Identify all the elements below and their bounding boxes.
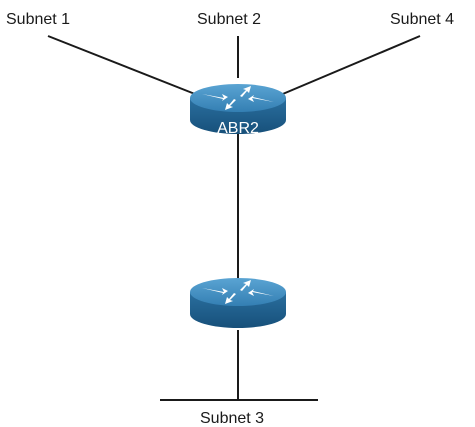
- router-icon: [190, 278, 286, 328]
- router-abr2-label: ABR2: [217, 120, 259, 137]
- link-subnet4-abr2: [277, 35, 421, 97]
- router-icon: ABR2: [190, 84, 286, 137]
- link-subnet1-abr2: [47, 35, 201, 97]
- subnet-2-label: Subnet 2: [197, 11, 261, 28]
- subnet-3-label: Subnet 3: [200, 410, 264, 427]
- subnet-1-label: Subnet 1: [6, 11, 70, 28]
- subnet-4-label: Subnet 4: [390, 11, 454, 28]
